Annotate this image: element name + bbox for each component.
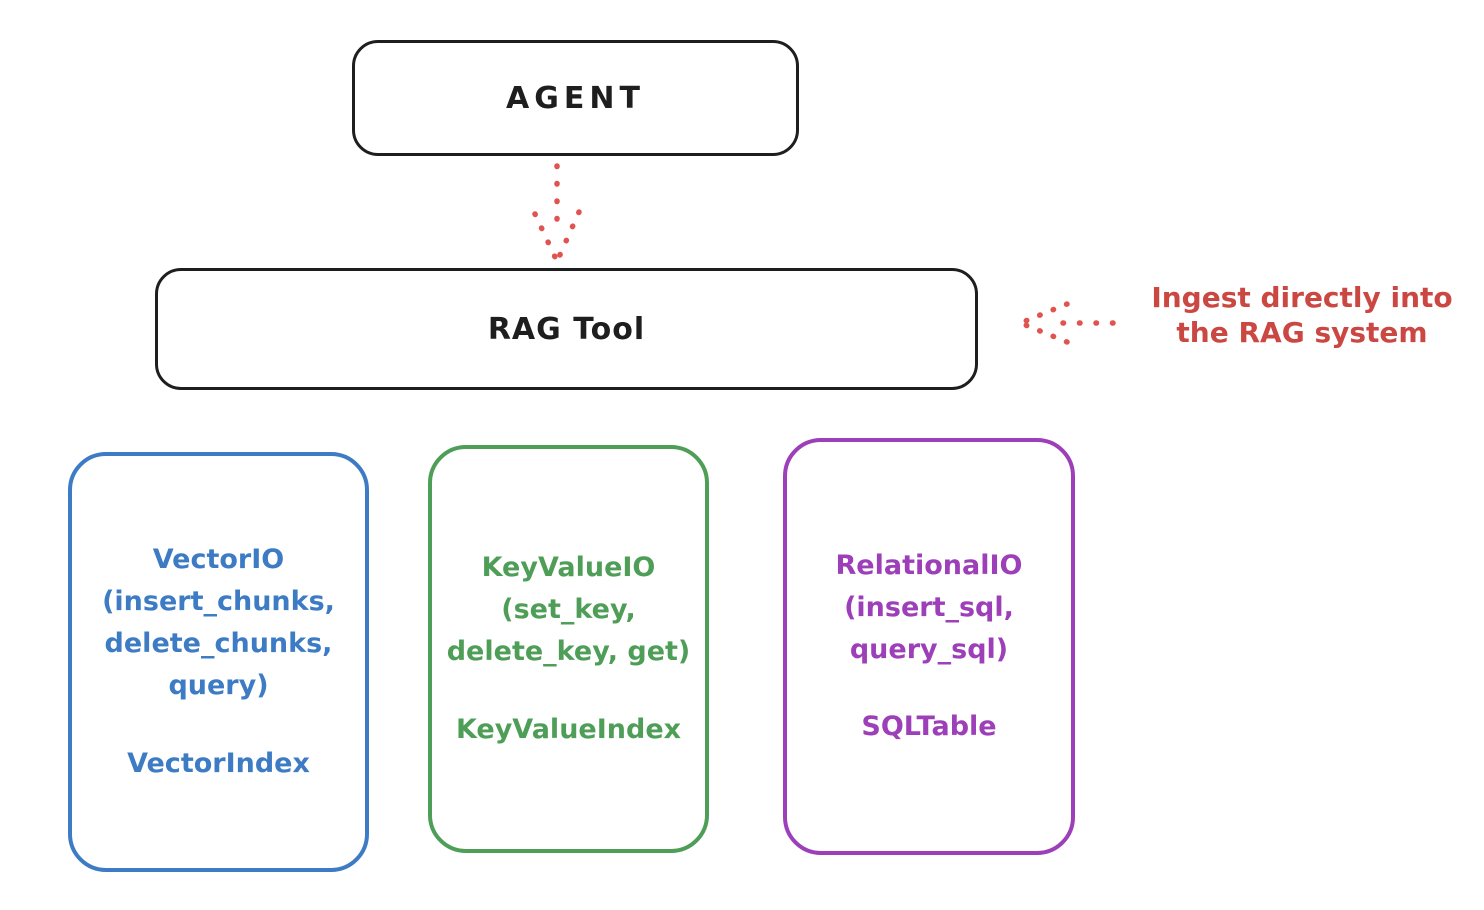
backend-card-relational-io: RelationalIO (insert_sql, query_sql) SQL… — [783, 438, 1075, 855]
backend-text-line: query) — [168, 669, 269, 701]
backend-text-line: delete_chunks, — [104, 628, 333, 660]
rag-tool-box: RAG Tool — [155, 268, 978, 390]
backend-text-line: (insert_sql, — [844, 591, 1014, 623]
agent-box-label: AGENT — [506, 80, 645, 116]
backend-io-text: VectorIO (insert_chunks, delete_chunks, … — [102, 539, 335, 706]
rag-tool-box-label: RAG Tool — [487, 311, 646, 347]
backend-index-label: SQLTable — [861, 711, 997, 743]
backend-card-keyvalue-io: KeyValueIO (set_key, delete_key, get) Ke… — [428, 445, 709, 853]
backend-text-line: KeyValueIO — [481, 552, 656, 584]
backend-text-line: VectorIO — [152, 544, 285, 576]
backend-text-line: query_sql) — [849, 633, 1009, 665]
backend-io-text: RelationalIO (insert_sql, query_sql) — [836, 545, 1023, 671]
backend-index-label: KeyValueIndex — [455, 713, 682, 745]
backend-text-line: (set_key, — [501, 594, 636, 626]
backend-text-line: (insert_chunks, — [102, 586, 335, 618]
backend-index-label: VectorIndex — [127, 747, 310, 779]
backend-card-vector-io: VectorIO (insert_chunks, delete_chunks, … — [68, 452, 369, 872]
backend-io-text: KeyValueIO (set_key, delete_key, get) — [447, 547, 691, 673]
agent-box: AGENT — [352, 40, 799, 156]
annotation-line: Ingest directly into — [1151, 281, 1453, 314]
annotation-line: the RAG system — [1176, 316, 1428, 349]
down-arrow-icon — [532, 163, 582, 260]
backend-text-line: delete_key, get) — [446, 636, 691, 667]
left-arrow-icon — [1020, 301, 1116, 345]
backend-text-line: RelationalIO — [835, 549, 1023, 581]
ingest-annotation: Ingest directly into the RAG system — [1120, 280, 1484, 350]
